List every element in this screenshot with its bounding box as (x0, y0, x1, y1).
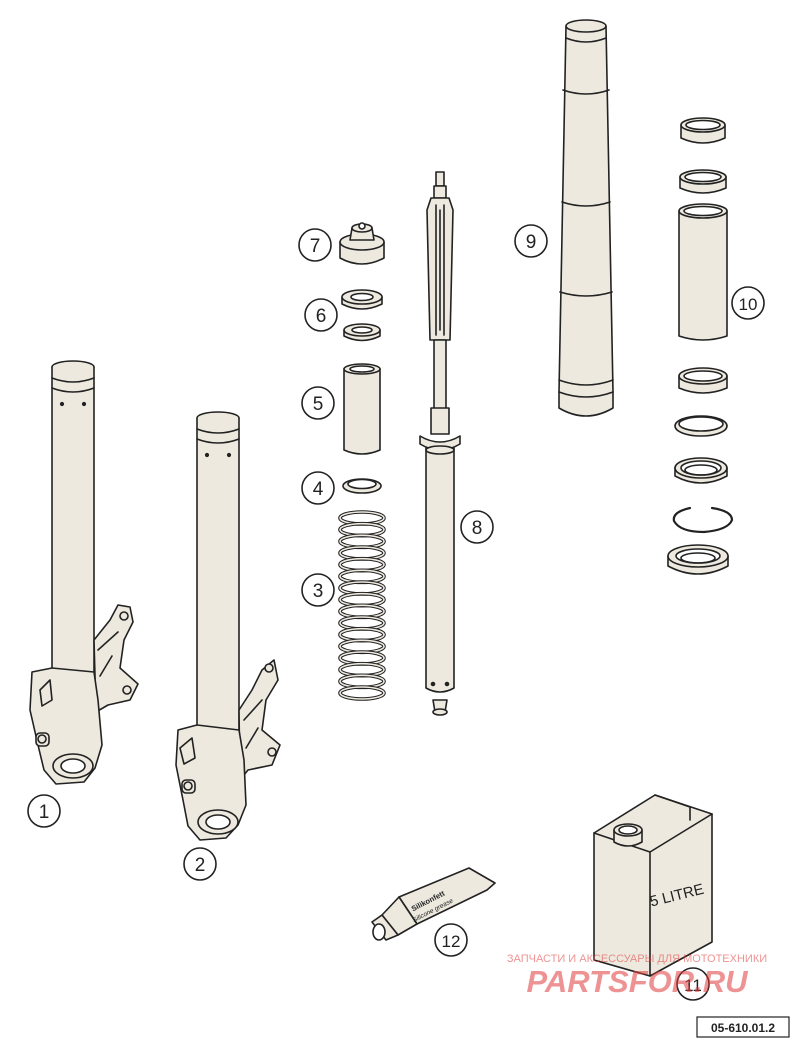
callout-6: 6 (316, 306, 327, 327)
callout-3: 3 (313, 581, 324, 602)
callout-1: 1 (39, 802, 50, 823)
callout-circle-6 (304, 298, 338, 332)
callout-circle-12 (434, 923, 468, 957)
callout-4: 4 (313, 479, 324, 500)
callout-10: 10 (739, 295, 758, 314)
callout-circle-5 (301, 386, 335, 420)
callout-circle-10 (731, 286, 765, 320)
support-ring (342, 478, 382, 494)
damper-cartridge (419, 171, 461, 716)
seal-kit (667, 117, 734, 575)
grease-tube (371, 867, 496, 941)
callout-circle-2 (183, 847, 217, 881)
fork-leg-right (175, 411, 281, 841)
spacer-tube (343, 363, 381, 455)
callout-9: 9 (526, 232, 537, 253)
callout-circle-7 (298, 228, 332, 262)
callout-circle-1 (27, 794, 61, 828)
callout-circle-11 (676, 967, 710, 1001)
callout-circle-9 (514, 224, 548, 258)
fork-cap (339, 222, 385, 265)
inner-tube (558, 19, 614, 417)
diagram-code-box (696, 1016, 790, 1038)
callout-circle-8 (460, 510, 494, 544)
spring-coil-fill (339, 686, 385, 700)
fork-leg-left (29, 360, 139, 785)
callout-11: 11 (684, 976, 702, 995)
oil-canister (593, 794, 713, 977)
fork-spring (338, 510, 386, 701)
callout-5: 5 (313, 394, 324, 415)
callout-7: 7 (310, 236, 321, 257)
watermark-tagline: ЗАПЧАСТИ И АКСЕССУАРЫ ДЛЯ МОТОТЕХНИКИ (507, 953, 767, 965)
callout-12: 12 (442, 932, 461, 951)
callout-2: 2 (195, 855, 206, 876)
callout-circle-3 (301, 573, 335, 607)
washers (341, 289, 383, 342)
diagram-code: 05-610.01.2 (711, 1021, 775, 1035)
callout-circle-4 (301, 471, 335, 505)
callout-8: 8 (472, 518, 483, 539)
watermark-logo: PARTSFOR.RU (526, 964, 749, 999)
